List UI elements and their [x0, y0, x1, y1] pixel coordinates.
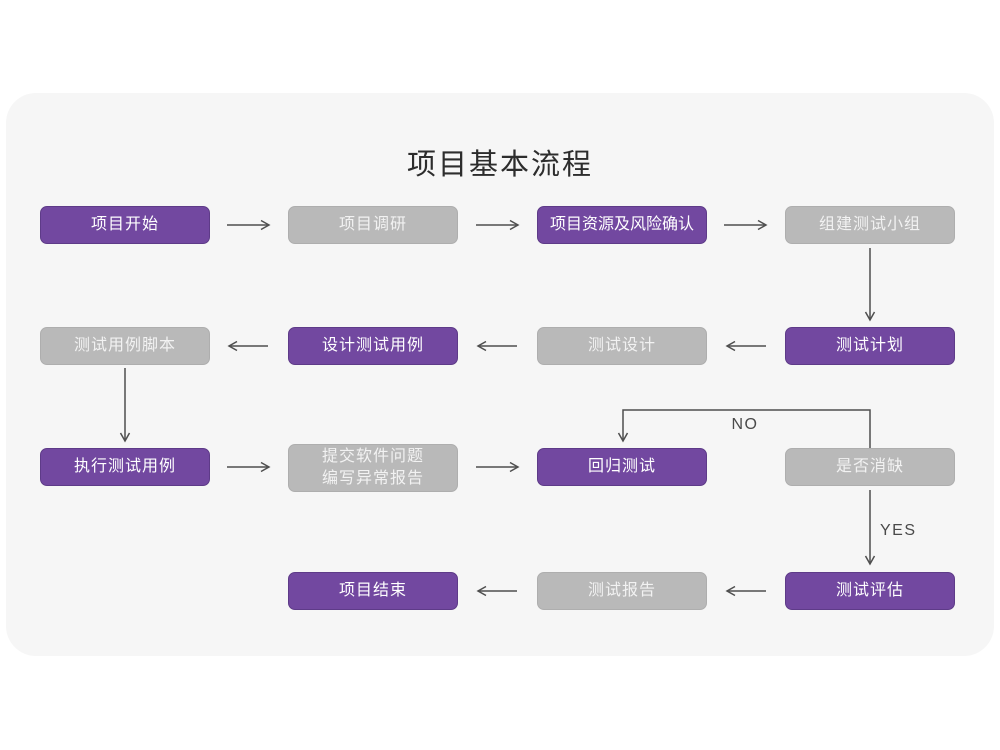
yes-branch-label: YES — [880, 522, 917, 539]
node-build-test-team: 组建测试小组 — [785, 206, 955, 244]
node-test-report: 测试报告 — [537, 572, 707, 610]
node-project-end: 项目结束 — [288, 572, 458, 610]
node-regression-test: 回归测试 — [537, 448, 707, 486]
node-project-research: 项目调研 — [288, 206, 458, 244]
node-submit-issue-report: 提交软件问题 编写异常报告 — [288, 444, 458, 492]
diagram-title: 项目基本流程 — [406, 149, 593, 181]
node-design-test-case: 设计测试用例 — [288, 327, 458, 365]
node-defect-cleared-check: 是否消缺 — [785, 448, 955, 486]
node-execute-test-case: 执行测试用例 — [40, 448, 210, 486]
no-branch-label: NO — [731, 416, 759, 433]
node-test-case-script: 测试用例脚本 — [40, 327, 210, 365]
node-resource-risk-confirm: 项目资源及风险确认 — [537, 206, 707, 244]
node-test-evaluation: 测试评估 — [785, 572, 955, 610]
node-project-start: 项目开始 — [40, 206, 210, 244]
node-test-plan: 测试计划 — [785, 327, 955, 365]
flowchart-card — [6, 93, 994, 656]
node-test-design: 测试设计 — [537, 327, 707, 365]
